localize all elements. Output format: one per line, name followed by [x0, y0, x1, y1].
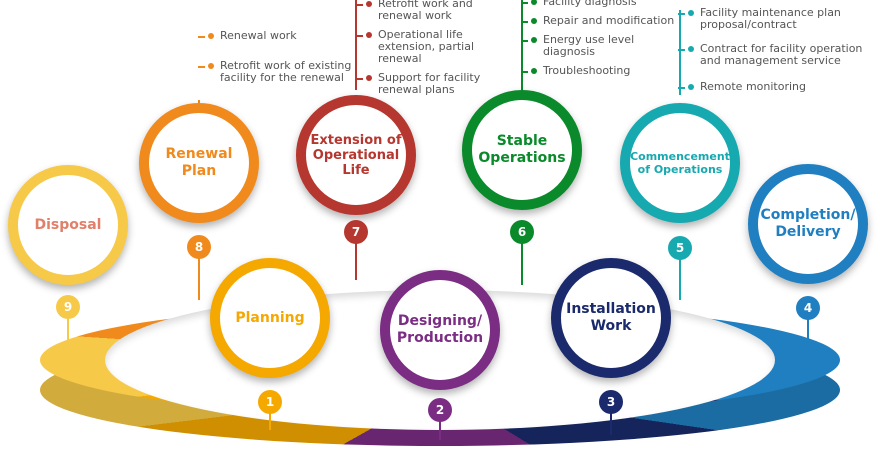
list-item: Remote monitoring [678, 81, 868, 93]
stage-number-badge: 2 [428, 398, 452, 422]
list-item: Energy use level diagnosis [521, 34, 681, 58]
list-item: Retrofit work of existing facility for t… [198, 60, 358, 84]
connector-line [269, 402, 271, 430]
stage-9-circle: Disposal [8, 165, 128, 285]
list-item: Facility maintenance plan proposal/contr… [678, 7, 868, 31]
stage-number-badge: 7 [344, 220, 368, 244]
stage-label: Installation Work [566, 301, 656, 334]
stage-label: Planning [235, 309, 305, 326]
connector-line [355, 232, 357, 280]
stage-number-badge: 9 [56, 295, 80, 319]
stage-number-badge: 3 [599, 390, 623, 414]
list-item: Contract for facility operation and mana… [678, 43, 868, 67]
stage-7-circle: Extension of Operational Life [296, 95, 416, 215]
stage-3-circle: Installation Work [551, 258, 671, 378]
stage-number-badge: 1 [258, 390, 282, 414]
commencement-list: Facility maintenance plan proposal/contr… [678, 7, 868, 100]
stage-4-circle: Completion/ Delivery [748, 164, 868, 284]
stage-label: Completion/ Delivery [760, 207, 856, 240]
stage-number-badge: 4 [796, 296, 820, 320]
stage-label: Extension of Operational Life [310, 132, 402, 178]
list-item: Troubleshooting [521, 65, 681, 77]
stage-label: Stable Operations [478, 133, 566, 166]
stage-5-circle: Commencement of Operations [620, 103, 740, 223]
list-item: Operational life extension, partial rene… [356, 29, 501, 65]
stage-number-badge: 8 [187, 235, 211, 259]
connector-line [439, 410, 441, 440]
stage-label: Disposal [34, 216, 102, 233]
stage-label: Renewal Plan [165, 146, 233, 179]
stage-number-badge: 6 [510, 220, 534, 244]
stage-label: Commencement of Operations [630, 150, 730, 176]
stage-6-circle: Stable Operations [462, 90, 582, 210]
connector-line [610, 402, 612, 435]
connector-line [807, 308, 809, 350]
stable-list: Facility diagnosis Repair and modificati… [521, 0, 681, 84]
connector-line [679, 10, 681, 95]
stage-1-circle: Planning [210, 258, 330, 378]
list-item: Repair and modification [521, 15, 681, 27]
list-item: Retrofit work and renewal work [356, 0, 501, 22]
connector-line [198, 247, 200, 300]
connector-line [355, 0, 357, 90]
list-item: Renewal work [198, 30, 358, 42]
extension-list: Retrofit work and renewal work Operation… [356, 0, 501, 103]
connector-line [521, 232, 523, 285]
stage-8-circle: Renewal Plan [139, 103, 259, 223]
stage-number-badge: 5 [668, 236, 692, 260]
stage-label: Designing/ Production [396, 313, 484, 346]
connector-line [521, 0, 523, 95]
renewal-list: Renewal work Retrofit work of existing f… [198, 30, 358, 91]
connector-line [67, 307, 69, 360]
list-item: Facility diagnosis [521, 0, 681, 8]
stage-2-circle: Designing/ Production [380, 270, 500, 390]
list-item: Support for facility renewal plans [356, 72, 501, 96]
connector-line [679, 248, 681, 300]
